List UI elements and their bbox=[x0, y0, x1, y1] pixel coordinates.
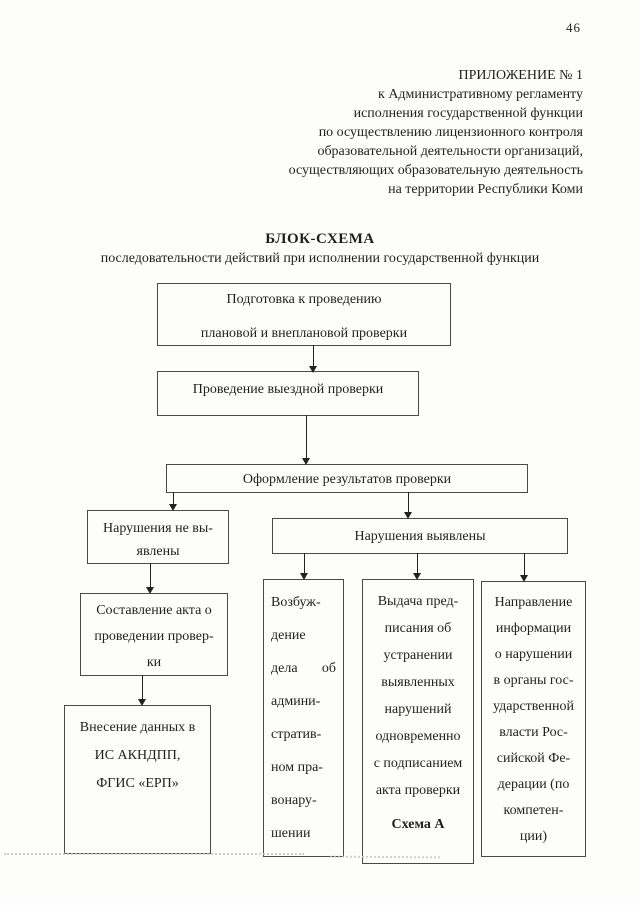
appendix-header: ПРИЛОЖЕНИЕ № 1 к Административному регла… bbox=[289, 66, 583, 199]
box-line: вонару- bbox=[271, 793, 317, 808]
box-line: явлены bbox=[136, 544, 180, 559]
box-line: нарушений bbox=[384, 702, 452, 717]
arrow-prep-to-inspection bbox=[308, 345, 318, 373]
header-line: по осуществлению лицензионного контроля bbox=[318, 125, 583, 140]
box-line: сийской Фе- bbox=[496, 751, 571, 766]
box-line: с подписанием bbox=[373, 756, 463, 771]
scan-artifact bbox=[4, 853, 304, 855]
arrow-down-icon bbox=[302, 458, 310, 465]
arrow-down-icon bbox=[169, 504, 177, 511]
arrow-down-icon bbox=[300, 573, 308, 580]
box-results-registration: Оформление результатов проверки bbox=[166, 464, 528, 493]
box-line: Внесение данных в bbox=[79, 720, 196, 735]
header-line: осуществляющих образовательную деятельно… bbox=[288, 163, 583, 178]
header-line: к Административному регламенту bbox=[378, 87, 583, 102]
page-number: 46 bbox=[566, 20, 581, 35]
box-line: Выдача пред- bbox=[377, 594, 459, 609]
header-line: исполнения государственной функции bbox=[353, 106, 583, 121]
header-line: образовательной деятельности организаций… bbox=[317, 144, 583, 159]
box-line: плановой и внеплановой проверки bbox=[200, 326, 408, 341]
box-act-drafting: Составление акта о проведении провер- ки bbox=[80, 593, 228, 676]
box-line: Оформление результатов проверки bbox=[242, 472, 452, 487]
box-no-violations: Нарушения не вы- явлены bbox=[87, 510, 229, 564]
box-line: дерации (по bbox=[497, 777, 570, 792]
box-line: власти Рос- bbox=[499, 725, 568, 740]
arrow-inspection-to-results bbox=[301, 415, 311, 465]
arrow-down-icon bbox=[520, 575, 528, 582]
box-line: информации bbox=[495, 621, 572, 636]
arrow-down-icon bbox=[404, 512, 412, 519]
box-field-inspection: Проведение выездной проверки bbox=[157, 371, 419, 416]
arrow-down-icon bbox=[138, 699, 146, 706]
arrow-violations-to-prescription bbox=[412, 553, 422, 580]
box-line: дение bbox=[271, 628, 306, 643]
arrow-act-to-data-entry bbox=[137, 675, 147, 706]
box-line: Нарушения выявлены bbox=[354, 529, 486, 544]
box-prescription: Выдача пред- писания об устранении выявл… bbox=[362, 579, 474, 864]
arrow-results-to-no-violations bbox=[168, 492, 178, 511]
scan-artifact bbox=[329, 855, 441, 859]
header-line: ПРИЛОЖЕНИЕ № 1 bbox=[458, 68, 584, 83]
arrow-down-icon bbox=[146, 587, 154, 594]
arrow-no-violations-to-act bbox=[145, 563, 155, 594]
arrow-results-to-violations bbox=[403, 492, 413, 519]
box-line: устранении bbox=[383, 648, 453, 663]
box-line: писания об bbox=[384, 621, 452, 636]
box-line: Возбуж- bbox=[271, 595, 321, 610]
header-line: на территории Республики Коми bbox=[388, 182, 583, 197]
box-data-entry: Внесение данных в ИС АКНДПП, ФГИС «ЕРП» bbox=[64, 705, 211, 854]
arrow-down-icon bbox=[309, 366, 317, 373]
box-line: о нарушении bbox=[494, 647, 573, 662]
arrow-violations-to-info-referral bbox=[519, 553, 529, 582]
box-line: в органы гос- bbox=[493, 673, 574, 688]
box-violations-found: Нарушения выявлены bbox=[272, 518, 568, 554]
box-line: ции) bbox=[519, 829, 548, 844]
box-line: одновременно bbox=[375, 729, 461, 744]
box-line: Нарушения не вы- bbox=[103, 521, 213, 536]
box-line: Направление bbox=[494, 595, 573, 610]
flowchart-subtitle: последовательности действий при исполнен… bbox=[100, 251, 540, 266]
box-admin-case: Возбуж- дение дела об админи- стратив- н… bbox=[263, 579, 344, 857]
box-line: ФГИС «ЕРП» bbox=[96, 776, 179, 791]
box-line: Подготовка к проведению bbox=[226, 292, 382, 307]
arrow-violations-to-admin-case bbox=[299, 553, 309, 580]
box-line: Составление акта о bbox=[96, 603, 212, 618]
box-line: дела об bbox=[271, 661, 336, 676]
box-line: админи- bbox=[271, 694, 321, 709]
box-line: стратив- bbox=[271, 727, 322, 742]
box-line: ударственной bbox=[492, 699, 574, 714]
box-line: компетен- bbox=[503, 803, 564, 818]
box-line: ИС АКНДПП, bbox=[94, 748, 181, 763]
box-line: ном пра- bbox=[271, 760, 323, 775]
box-line: проведении провер- bbox=[94, 629, 214, 644]
scheme-a-label: Схема А bbox=[391, 817, 445, 832]
flowchart-title-block: БЛОК-СХЕМА последовательности действий п… bbox=[0, 231, 640, 267]
arrow-down-icon bbox=[413, 573, 421, 580]
box-line: выявленных bbox=[381, 675, 455, 690]
box-line: шении bbox=[271, 826, 311, 841]
box-info-referral: Направление информации о нарушении в орг… bbox=[481, 581, 586, 857]
box-line: Проведение выездной проверки bbox=[192, 382, 384, 397]
flowchart-title: БЛОК-СХЕМА bbox=[265, 231, 375, 247]
box-preparation: Подготовка к проведению плановой и внепл… bbox=[157, 283, 451, 346]
box-line: акта проверки bbox=[375, 783, 461, 798]
box-line: ки bbox=[146, 655, 162, 670]
